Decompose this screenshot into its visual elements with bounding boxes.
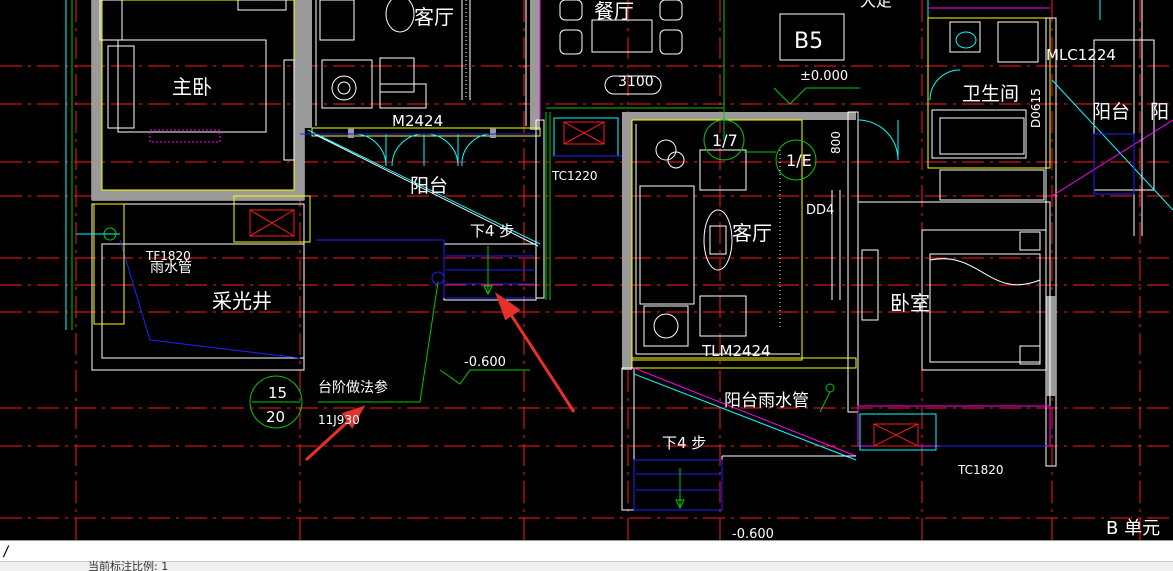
label-axis-right: 1/E	[786, 151, 812, 170]
top-center-markers	[539, 0, 860, 181]
left-wing-walls	[91, 0, 541, 201]
label-window-tc1220: TC1220	[551, 169, 598, 183]
command-input[interactable]: /	[0, 541, 1173, 562]
room-top-partial: 大走	[860, 0, 892, 10]
label-window-tf1820: TF1820	[145, 249, 191, 263]
label-detail-top: 15	[268, 384, 287, 402]
label-detail-bottom: 20	[266, 408, 285, 426]
label-step-note: 台阶做法参	[318, 379, 388, 396]
room-balcony-right: 阳台	[1092, 101, 1130, 123]
label-steps-center: 下4 步	[662, 434, 706, 452]
lightwell-area	[65, 0, 305, 371]
room-bedroom: 卧室	[890, 291, 930, 315]
right-unit-walls	[857, 0, 1057, 467]
left-living-furniture	[319, 0, 427, 109]
label-door-m2424: M2424	[392, 112, 443, 130]
room-living-left: 客厅	[414, 5, 454, 29]
label-steps-left: 下4 步	[470, 222, 514, 240]
command-history-line: 当前标注比例: 1	[88, 560, 169, 571]
label-block-b5: B5	[794, 29, 823, 54]
balcony-left-lines	[300, 112, 551, 300]
door-m2424-swings	[353, 133, 493, 167]
label-unit-b: B 单元	[1106, 518, 1160, 539]
command-caret: /	[2, 544, 11, 560]
label-door-tlm2424: TLM2424	[701, 342, 771, 360]
drawing-labels: 主卧 客厅 餐厅 客厅 卫生间 卧室 阳台 阳台 阳 采光井 大走 M2424 …	[145, 0, 1169, 540]
cad-drawing-canvas[interactable]: 主卧 客厅 餐厅 客厅 卫生间 卧室 阳台 阳台 阳 采光井 大走 M2424 …	[0, 0, 1173, 540]
room-living-center: 客厅	[732, 221, 772, 245]
label-balcony-rain-pipe: 阳台雨水管	[724, 391, 809, 411]
room-balcony-right-edge: 阳	[1150, 101, 1169, 123]
label-dd4: DD4	[806, 203, 834, 218]
box-left-lower	[233, 195, 311, 243]
center-living-furniture	[639, 139, 781, 347]
room-dining: 餐厅	[594, 0, 634, 23]
label-elev-neg-bottom: -0.600	[732, 527, 774, 540]
room-lightwell: 采光井	[212, 289, 272, 313]
label-dim-3100: 3100	[618, 74, 654, 90]
steps-left	[316, 239, 537, 301]
label-window-tc1820: TC1820	[957, 463, 1004, 477]
label-rain-pipe-left: 雨水管	[150, 260, 192, 276]
step-note-leader	[249, 271, 530, 429]
label-door-mlc1224: MLC1224	[1046, 46, 1116, 64]
annotation-arrows	[304, 292, 576, 462]
label-elev-neg-left: -0.600	[464, 355, 506, 370]
label-elev-zero: ±0.000	[800, 69, 848, 84]
label-dim-vertical: D0615	[1029, 88, 1043, 128]
dining-furniture	[559, 0, 683, 95]
center-unit-walls	[622, 111, 859, 413]
center-balcony-steps	[621, 367, 857, 511]
room-master-bedroom: 主卧	[172, 75, 212, 99]
right-balcony-lines	[1051, 0, 1173, 236]
room-bathroom: 卫生间	[962, 83, 1019, 105]
label-axis-top: 1/7	[712, 131, 738, 150]
label-dim-800: 800	[829, 131, 843, 154]
command-bar: / 当前标注比例: 1	[0, 540, 1173, 571]
room-balcony-left: 阳台	[410, 175, 448, 197]
window-tc1220	[552, 117, 622, 157]
label-step-ref: 11J930	[318, 413, 360, 427]
